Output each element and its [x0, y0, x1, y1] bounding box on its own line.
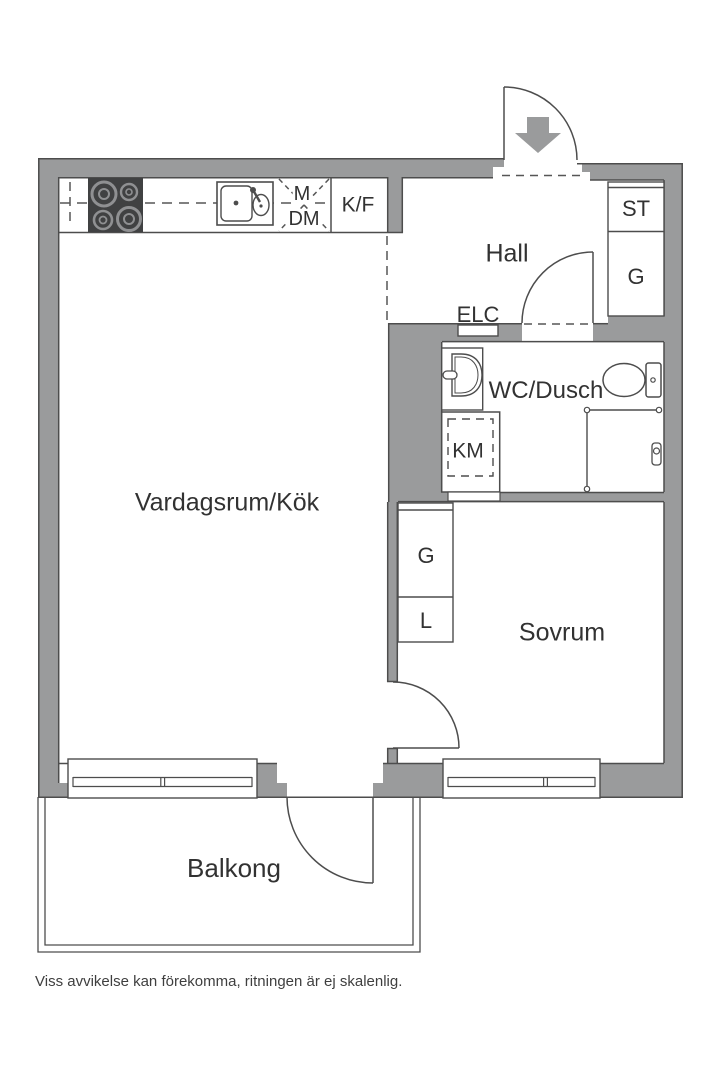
elc-cabinet: [457, 324, 499, 337]
toilet-icon: [602, 362, 646, 398]
living-room-window: [67, 758, 258, 799]
room-label-bedroom: Sovrum: [518, 618, 606, 647]
wc-door-arc: [521, 251, 594, 324]
entrance-door: [503, 86, 578, 161]
wall-bottom-right: [600, 763, 664, 797]
hall-closet-box: [607, 181, 665, 317]
hall-fixtures: [457, 181, 665, 337]
label-bedroom-closet-l: L: [419, 608, 433, 633]
stove-burners: [90, 180, 142, 232]
label-fridge-freezer: K/F: [341, 193, 375, 217]
appliance-stack-diagonal-2: [278, 178, 330, 232]
bedroom-door-arc: [392, 681, 460, 749]
entrance-arrow-icon: [515, 117, 561, 153]
room-label-hall: Hall: [485, 239, 529, 268]
washing-machine-box: [440, 411, 501, 493]
balcony-door-arc: [286, 796, 374, 884]
wall-stub-kitchen-hall: [387, 177, 403, 233]
room-label-living-kitchen: Vardagsrum/Kök: [134, 488, 320, 517]
room-label-balcony: Balkong: [187, 853, 281, 883]
label-hall-closet-st: ST: [621, 196, 651, 221]
wall-outlines: [38, 158, 683, 798]
label-electrical: ELC: [456, 302, 500, 327]
wc-door: [521, 251, 594, 324]
balcony-door: [286, 796, 374, 884]
disclaimer-text: Viss avvikelse kan förekomma, ritningen …: [35, 973, 403, 990]
dashed-guides: [60, 174, 591, 325]
walls: [38, 158, 683, 798]
label-hall-closet-g: G: [627, 264, 645, 289]
label-bedroom-closet-g: G: [417, 543, 435, 568]
wall-left: [38, 158, 58, 798]
label-washing-machine: KM: [452, 439, 484, 463]
bedroom-fixtures: [397, 502, 454, 643]
label-microwave: M: [292, 183, 312, 205]
toilet-flush-button: [650, 377, 656, 383]
wall-top-right-jamb: [582, 163, 590, 172]
wall-top-left: [38, 158, 504, 177]
wall-wc-left-block: [388, 323, 442, 502]
wall-right: [664, 163, 683, 797]
sink-icon: [216, 181, 274, 226]
bedroom-closet-box: [397, 502, 454, 643]
shower-screen: [586, 409, 661, 489]
bedroom-window: [442, 758, 601, 799]
balcony-outline: [37, 797, 421, 953]
bedroom-door: [392, 681, 460, 749]
entrance-jamb-notch-left: [493, 167, 504, 178]
kitchen: [88, 178, 274, 232]
wall-bedroom-left: [387, 502, 398, 682]
room-label-wc-shower: WC/Dusch: [488, 377, 604, 404]
washbasin-tap: [442, 370, 458, 380]
label-dishwasher: DM: [287, 208, 321, 230]
wall-bottom-balcony-step-left: [277, 783, 287, 797]
wall-wc-bottom: [388, 492, 664, 502]
washing-machine-notch: [447, 491, 501, 502]
wall-bottom-window-jamb-left: [58, 783, 68, 797]
windows: [67, 758, 601, 799]
wall-bottom-balcony-jamb-left: [257, 763, 277, 797]
bathroom-fixtures: [440, 347, 663, 502]
entrance-door-arc: [503, 86, 578, 161]
wall-bedroom-door-jamb: [387, 748, 398, 763]
wall-bottom-balcony-step-right: [373, 783, 383, 797]
washing-machine-dashed: [447, 418, 494, 477]
wall-bottom-mid: [383, 763, 443, 797]
wall-top-right: [590, 163, 683, 180]
wall-below-hall-closet: [608, 316, 664, 342]
washbasin-icon: [451, 353, 483, 397]
